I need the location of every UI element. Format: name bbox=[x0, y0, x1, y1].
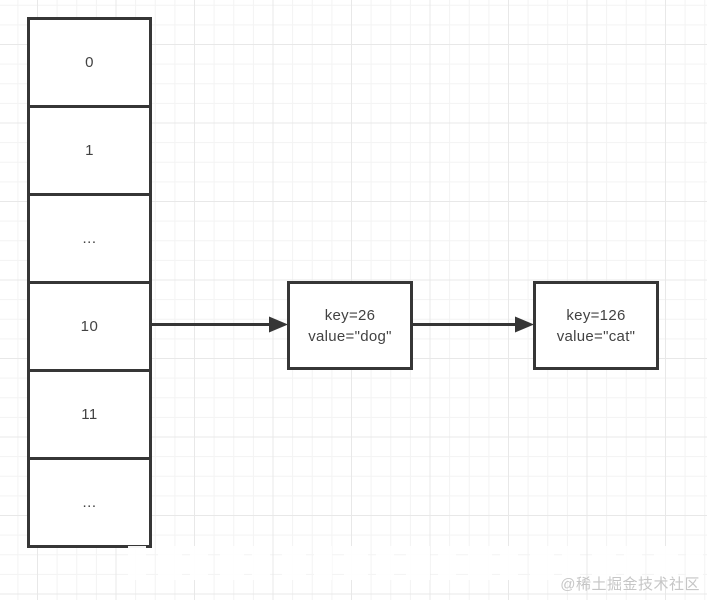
node-value-text: value="cat" bbox=[556, 327, 636, 345]
array-cell-ellipsis-top: ... bbox=[27, 193, 152, 281]
array-column: 0 1 ... 10 11 ... bbox=[27, 17, 152, 548]
array-cell-11: 11 bbox=[27, 369, 152, 457]
array-cell-label: ... bbox=[82, 494, 97, 511]
array-cell-10: 10 bbox=[27, 281, 152, 369]
node-value-text: value="dog" bbox=[308, 327, 392, 345]
array-cell-0: 0 bbox=[27, 17, 152, 105]
array-cell-ellipsis-bottom: ... bbox=[27, 457, 152, 548]
array-cell-label: ... bbox=[82, 230, 97, 247]
arrow-node1-to-node2 bbox=[412, 316, 534, 333]
array-cell-label: 1 bbox=[85, 142, 94, 159]
arrow-cell10-to-node1 bbox=[152, 316, 288, 333]
node-key26: key=26 value="dog" bbox=[287, 281, 413, 370]
array-cell-1: 1 bbox=[27, 105, 152, 193]
node-key-text: key=126 bbox=[566, 306, 626, 324]
array-cell-label: 11 bbox=[81, 406, 98, 423]
array-cell-label: 0 bbox=[85, 54, 94, 71]
array-cell-label: 10 bbox=[80, 318, 99, 335]
node-key-text: key=26 bbox=[324, 306, 376, 324]
community-watermark: @稀土掘金技术社区 bbox=[560, 576, 700, 593]
node-key126: key=126 value="cat" bbox=[533, 281, 659, 370]
